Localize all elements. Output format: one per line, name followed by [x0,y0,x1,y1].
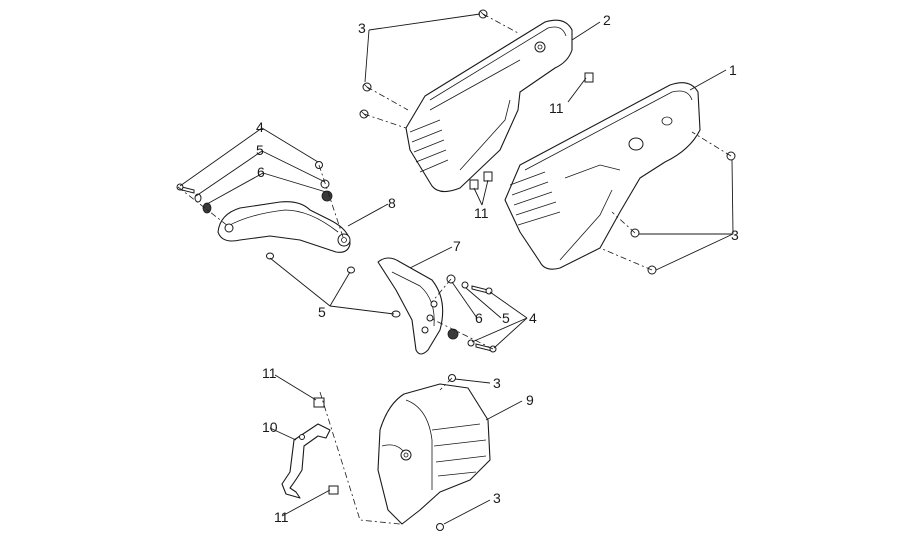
callout-1: 1 [729,62,737,78]
assembly-lines [177,13,732,525]
callout-6: 6 [257,164,265,180]
callout-10: 10 [262,419,278,435]
callout-5: 5 [256,142,264,158]
washer-icon [194,193,202,203]
bolt-icon [475,343,497,353]
clip-icon [584,72,594,83]
callout-5: 5 [318,304,326,320]
leader-lines [179,13,734,525]
callout-8: 8 [388,195,396,211]
bolt-icon [471,285,493,295]
washer-icon [347,266,355,274]
callout-6: 6 [475,310,483,326]
part-10-bracket [281,423,331,499]
screw-icon [436,523,444,531]
washer-icon [467,339,475,347]
callout-5: 5 [502,310,510,326]
callout-4: 4 [529,310,537,326]
clip-icon [328,485,339,495]
callout-7: 7 [453,238,461,254]
callout-3: 3 [358,20,366,36]
clip-icon [313,397,325,408]
callout-3: 3 [731,227,739,243]
callout-labels: 1 2 3 3 3 3 4 4 5 5 5 6 6 7 8 9 10 11 11… [256,12,739,525]
part-9-engine-guard [377,383,491,525]
nut-icon [202,202,212,214]
clip-icon [469,179,479,190]
clip-icon [483,171,493,182]
washer-icon [266,252,274,260]
callout-11: 11 [262,365,277,381]
callout-9: 9 [526,392,534,408]
callout-11: 11 [274,509,289,525]
callout-3: 3 [493,490,501,506]
callout-4: 4 [256,119,264,135]
part-8-heat-shield [217,201,351,253]
part-2-upper-cover [405,19,573,193]
callout-3: 3 [493,375,501,391]
part-7-small-guard [377,257,444,355]
callout-11: 11 [549,100,564,116]
callout-2: 2 [603,12,611,28]
part-1-main-cover [504,82,701,270]
nut-icon [447,328,459,340]
hardware [176,9,736,531]
washer-icon [461,281,469,289]
nut-icon [321,190,333,202]
bolt-icon [176,183,195,194]
callout-11: 11 [474,205,489,221]
